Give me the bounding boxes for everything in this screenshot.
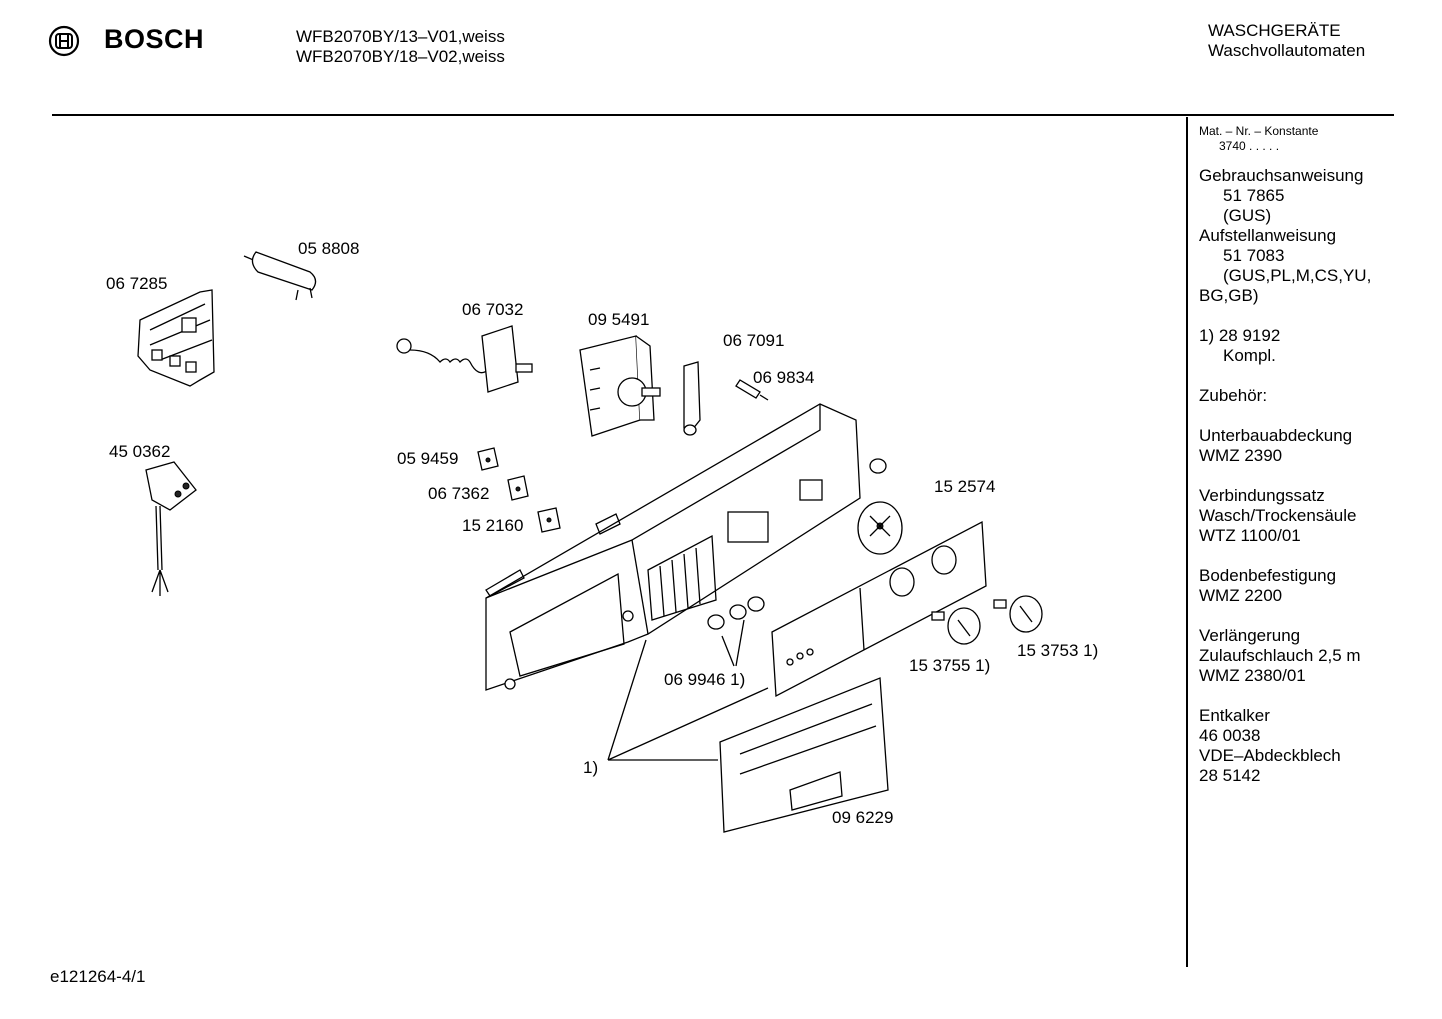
sidebar-spacer — [1199, 686, 1389, 706]
sidebar-line: (GUS) — [1223, 206, 1272, 225]
callout-lines — [607, 639, 769, 761]
part-front-fascia — [771, 520, 987, 698]
part-label: 06 7091 — [723, 331, 785, 350]
sidebar: Mat. – Nr. – Konstante 3740 . . . . . Ge… — [1199, 124, 1389, 786]
part-buttons-069946 — [707, 596, 765, 667]
sidebar-line: 1) 28 9192 — [1199, 326, 1281, 345]
part-label: 15 2160 — [462, 516, 524, 535]
sidebar-spacer — [1199, 406, 1389, 426]
part-timer-095491 — [579, 335, 661, 437]
part-switch-067362 — [507, 475, 529, 501]
sidebar-line: Kompl. — [1223, 346, 1276, 365]
part-label: 45 0362 — [109, 442, 171, 461]
part-label: 06 7285 — [106, 274, 168, 293]
part-label: 06 9946 1) — [664, 670, 746, 689]
part-drawer-panel-096229 — [719, 677, 889, 833]
part-lever-067091 — [683, 361, 701, 436]
sidebar-line: WTZ 1100/01 — [1199, 526, 1301, 545]
sidebar-line: 51 7865 — [1223, 186, 1285, 205]
sidebar-divider — [1186, 117, 1188, 967]
sidebar-line: BG,GB) — [1199, 286, 1259, 305]
model-list: WFB2070BY/13–V01,weiss WFB2070BY/18–V02,… — [296, 27, 505, 67]
header-divider — [52, 114, 1394, 116]
sidebar-line: WMZ 2380/01 — [1199, 666, 1306, 685]
category: WASCHGERÄTE Waschvollautomaten — [1208, 21, 1365, 61]
part-label: 06 7362 — [428, 484, 490, 503]
sidebar-line: 28 5142 — [1199, 766, 1261, 785]
sidebar-line: Wasch/Trockensäule — [1199, 506, 1357, 525]
part-knob-153755 — [931, 607, 981, 645]
sidebar-line: Bodenbefestigung — [1199, 566, 1337, 585]
model-line: WFB2070BY/13–V01,weiss — [296, 27, 505, 46]
part-label: 05 9459 — [397, 449, 459, 468]
sidebar-line: WMZ 2390 — [1199, 446, 1283, 465]
sidebar-spacer — [1199, 546, 1389, 566]
part-label: 09 6229 — [832, 808, 894, 827]
sidebar-line: 46 0038 — [1199, 726, 1261, 745]
drawing-code: e121264-4/1 — [50, 967, 146, 986]
bosch-logo-icon — [48, 25, 80, 57]
sidebar-line: Gebrauchsanweisung — [1199, 166, 1364, 185]
part-bracket-067285 — [137, 289, 215, 387]
part-control-panel-housing — [485, 403, 861, 691]
sidebar-spacer — [1199, 466, 1389, 486]
part-thermostat-067032 — [396, 325, 533, 393]
part-label: 06 7032 — [462, 300, 524, 319]
sidebar-line: Zubehör: — [1199, 386, 1268, 405]
sidebar-line: Aufstellanweisung — [1199, 226, 1337, 245]
sidebar-line: Entkalker — [1199, 706, 1270, 725]
sidebar-line: 51 7083 — [1223, 246, 1285, 265]
sidebar-spacer — [1199, 306, 1389, 326]
category-line: Waschvollautomaten — [1208, 41, 1366, 60]
part-disk-152574 — [857, 458, 903, 555]
sidebar-line: Zulaufschlauch 2,5 m — [1199, 646, 1361, 665]
part-switch-059459 — [477, 447, 499, 471]
part-label: 15 3753 1) — [1017, 641, 1099, 660]
part-label: 15 3755 1) — [909, 656, 991, 675]
part-capacitor-058808 — [243, 251, 317, 301]
part-plug-450362 — [145, 461, 197, 596]
material-constant: Mat. – Nr. – Konstante 3740 . . . . . — [1199, 124, 1389, 154]
part-knob-153753 — [993, 595, 1043, 633]
sidebar-spacer — [1199, 366, 1389, 386]
brand-name: BOSCH — [104, 24, 205, 54]
sidebar-spacer — [1199, 606, 1389, 626]
exploded-parts-diagram — [137, 251, 1043, 833]
part-label: 1) — [583, 758, 599, 777]
sidebar-line: WMZ 2200 — [1199, 586, 1283, 605]
sidebar-line: Verbindungssatz — [1199, 486, 1325, 505]
sidebar-line: (GUS,PL,M,CS,YU, — [1223, 266, 1372, 285]
category-line: WASCHGERÄTE — [1208, 21, 1341, 40]
sidebar-line: Verlängerung — [1199, 626, 1301, 645]
sidebar-line: Unterbauabdeckung — [1199, 426, 1353, 445]
part-label: 06 9834 — [753, 368, 815, 387]
part-pin-069834 — [735, 379, 769, 401]
model-line: WFB2070BY/18–V02,weiss — [296, 47, 505, 66]
part-label: 15 2574 — [934, 477, 996, 496]
part-label: 05 8808 — [298, 239, 360, 258]
part-switch-152160 — [537, 507, 561, 533]
material-constant-label: Mat. – Nr. – Konstante — [1199, 124, 1319, 138]
sidebar-line: VDE–Abdeckblech — [1199, 746, 1341, 765]
part-label: 09 5491 — [588, 310, 650, 329]
material-constant-value: 3740 . . . . . — [1219, 139, 1280, 153]
